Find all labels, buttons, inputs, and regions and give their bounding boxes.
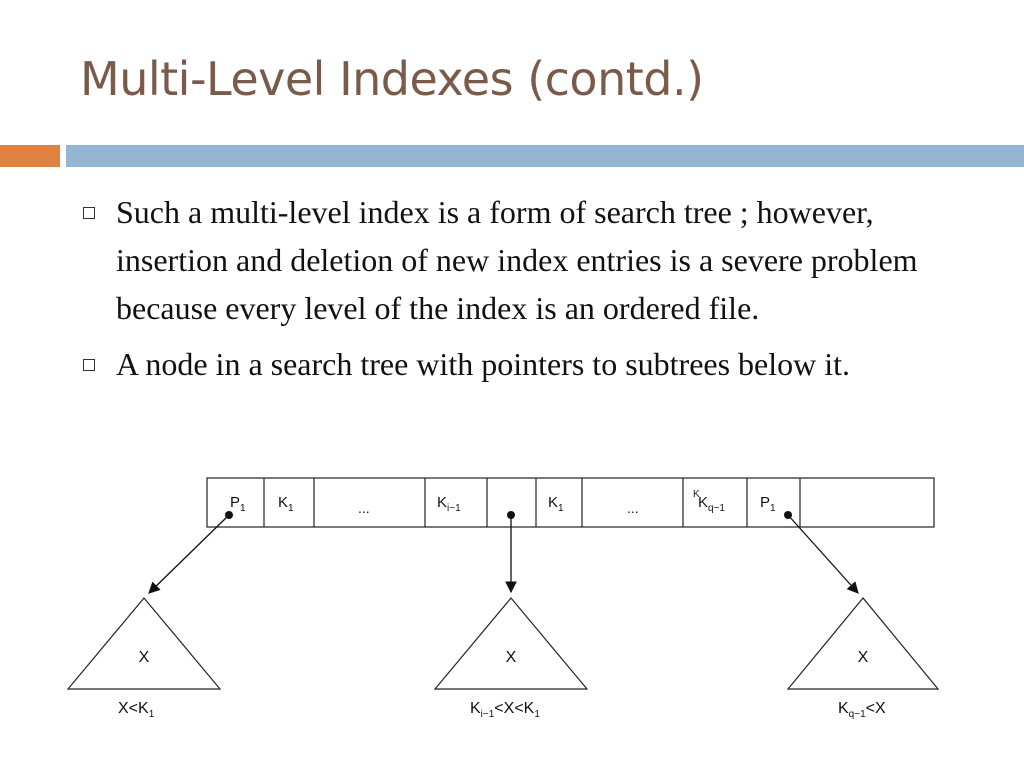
subtree-triangle bbox=[433, 597, 589, 690]
subtree-middle: X Ki−1<X<K1 bbox=[433, 597, 589, 720]
subtree-triangle bbox=[66, 597, 222, 690]
subtree-right: X Kq−1<X bbox=[786, 597, 940, 720]
subtree-label: X bbox=[506, 649, 517, 666]
index-node: P1 K1 ... Ki−1 K1 ... K Kq−1 P1 bbox=[206, 477, 935, 528]
cell-ellipsis: ... bbox=[358, 500, 370, 516]
subtree-triangle bbox=[786, 597, 940, 690]
square-bullet-icon bbox=[83, 359, 95, 371]
bullet-item: Such a multi-level index is a form of se… bbox=[80, 188, 960, 332]
cell-ellipsis: ... bbox=[627, 500, 639, 516]
slide-title: Multi-Level Indexes (contd.) bbox=[80, 52, 704, 106]
subtree-condition: Kq−1<X bbox=[838, 700, 886, 720]
subtree-condition: X<K1 bbox=[118, 700, 155, 720]
bullet-item: A node in a search tree with pointers to… bbox=[80, 340, 960, 388]
subtree-left: X X<K1 bbox=[66, 597, 222, 720]
cell-pointer-label: P1 bbox=[760, 494, 776, 514]
pointer-arrow bbox=[787, 514, 859, 594]
bullet-text: A node in a search tree with pointers to… bbox=[116, 346, 851, 382]
subtree-condition: Ki−1<X<K1 bbox=[470, 700, 540, 720]
node-outline bbox=[206, 477, 935, 528]
stray-key-mark: K bbox=[693, 489, 700, 500]
pointer-arrow bbox=[148, 514, 230, 594]
accent-bar-orange bbox=[0, 145, 60, 167]
bullet-list: Such a multi-level index is a form of se… bbox=[80, 188, 960, 396]
square-bullet-icon bbox=[83, 207, 95, 219]
subtree-label: X bbox=[139, 649, 150, 666]
cell-key-label: Kq−1 bbox=[698, 494, 725, 514]
cell-key-label: K1 bbox=[548, 494, 564, 514]
search-tree-node-diagram: P1 K1 ... Ki−1 K1 ... K Kq−1 P1 X X<K1 X bbox=[66, 477, 940, 720]
cell-key-label: K1 bbox=[278, 494, 294, 514]
cell-pointer-label: P1 bbox=[230, 494, 246, 514]
subtree-label: X bbox=[858, 649, 869, 666]
accent-bar-blue bbox=[66, 145, 1024, 167]
cell-key-label: Ki−1 bbox=[437, 494, 461, 514]
bullet-text: Such a multi-level index is a form of se… bbox=[116, 194, 918, 326]
